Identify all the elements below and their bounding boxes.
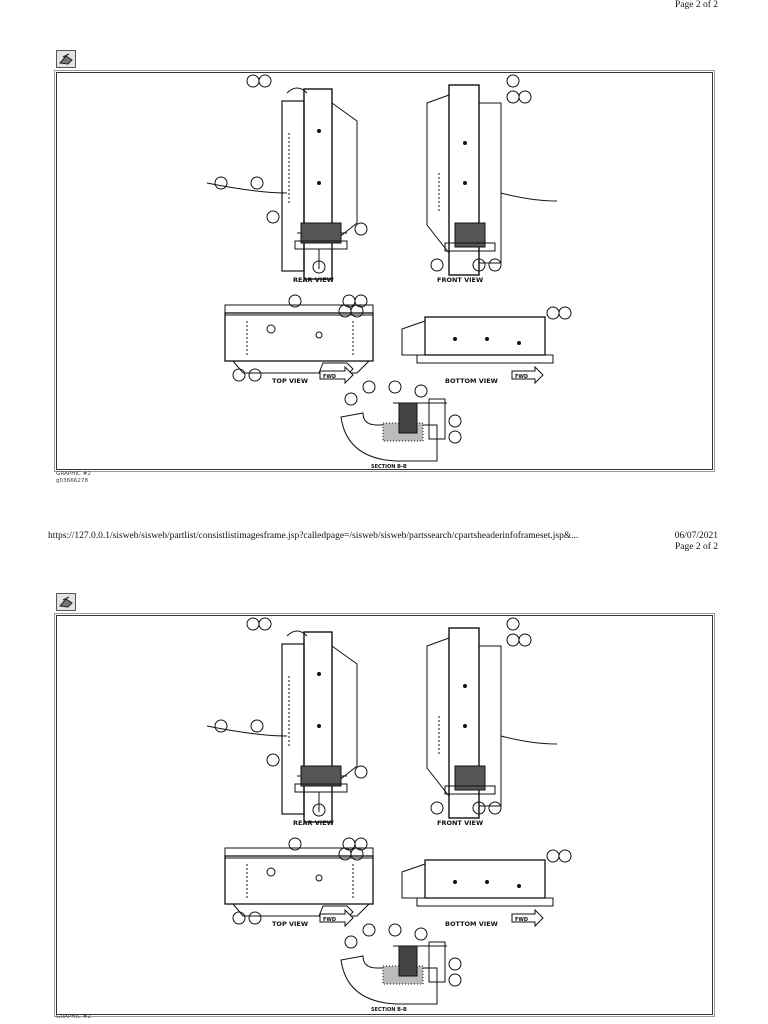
fwd-arrow-bottom: FWD [511,365,544,385]
top-view-drawing [224,847,374,919]
rear-view-drawing [206,87,358,280]
image-toggle-icon[interactable] [56,593,76,611]
top-view-label: TOP VIEW [272,920,308,928]
callout-balloons [214,74,572,444]
bottom-view-drawing [401,859,554,907]
bottom-view-label: BOTTOM VIEW [445,377,498,385]
print-date: 06/07/2021 [674,531,718,541]
top-view-drawing [224,304,374,376]
print-url: https://127.0.0.1/sisweb/sisweb/partlist… [48,531,579,541]
graphic-caption: GRAPHIC #2 [56,1014,91,1020]
rear-view-label: REAR VIEW [293,276,334,284]
page-number-bottom: Page 2 of 2 [674,542,718,552]
section-label: SECTION B-B [371,464,407,470]
front-view-drawing [426,84,558,276]
parts-diagram: REAR VIEW FRONT VIEW TOP VIEW BOTTOM VIE… [206,74,572,470]
parts-diagram: REAR VIEW FRONT VIEW TOP VIEW BOTTOM VIE… [206,617,572,1013]
rear-view-drawing [206,630,358,823]
front-view-label: FRONT VIEW [437,276,483,284]
front-view-drawing [426,627,558,819]
fwd-label: FWD [323,917,336,923]
section-drawing [340,398,447,462]
page-number-top: Page 2 of 2 [674,0,718,10]
image-icon [59,596,73,608]
image-icon [59,53,73,65]
fwd-label: FWD [515,917,528,923]
callout-balloons [214,617,572,987]
section-drawing [340,941,447,1005]
graphic-caption: GRAPHIC #2 [56,471,91,477]
fwd-label: FWD [515,374,528,380]
graphic-id: g03666278 [56,478,89,484]
graphic-frame: REAR VIEW FRONT VIEW TOP VIEW BOTTOM VIE… [54,70,715,472]
fwd-arrow-top: FWD [319,908,354,928]
front-view-label: FRONT VIEW [437,819,483,827]
rear-view-label: REAR VIEW [293,819,334,827]
fwd-label: FWD [323,374,336,380]
image-toggle-icon[interactable] [56,50,76,68]
bottom-view-label: BOTTOM VIEW [445,920,498,928]
section-label: SECTION B-B [371,1007,407,1013]
fwd-arrow-top: FWD [319,365,354,385]
graphic-frame: REAR VIEW FRONT VIEW TOP VIEW BOTTOM VIE… [54,613,715,1017]
bottom-view-drawing [401,316,554,364]
fwd-arrow-bottom: FWD [511,908,544,928]
top-view-label: TOP VIEW [272,377,308,385]
